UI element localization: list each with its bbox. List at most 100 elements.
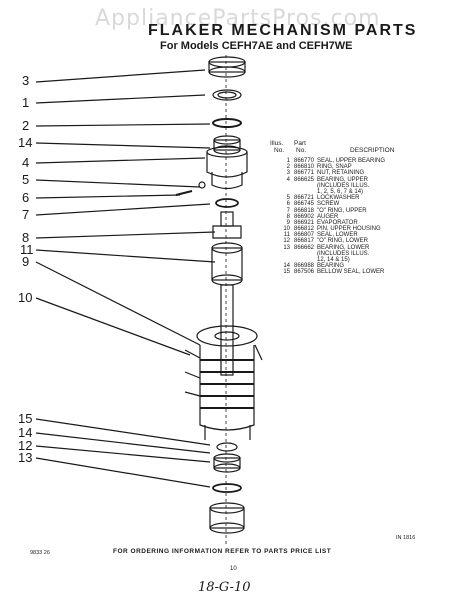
part-description: SCREW: [317, 201, 340, 208]
auger-collar: [212, 225, 242, 239]
page-subtitle: For Models CEFH7AE and CEFH7WE: [160, 40, 353, 52]
callout-number: 11: [20, 242, 34, 257]
part-number: 866817: [294, 238, 315, 245]
callout-number: 14: [18, 425, 33, 440]
leader-line: [35, 261, 201, 346]
auger-flange-body: [211, 247, 243, 281]
part-description: (INCLUDES ILLUS.: [317, 182, 370, 189]
upper-o-ring: [215, 198, 239, 208]
leader-line: [35, 194, 181, 199]
leader-line: [35, 445, 211, 463]
part-number: 866810: [294, 164, 315, 171]
upper-bearing-body: [206, 152, 248, 178]
part-number: 866818: [294, 207, 315, 214]
screw: [175, 190, 193, 196]
callout-number: 8: [22, 230, 30, 245]
part-number: 866921: [294, 219, 315, 226]
evaporator-outlet: [254, 344, 263, 361]
illus-number: 3: [286, 170, 290, 177]
handwritten-note: 18-G-10: [198, 580, 251, 595]
callout-number: 6: [22, 190, 30, 205]
header-illus: Illus.: [270, 140, 284, 147]
lower-bearing-housing-bottom: [209, 522, 245, 534]
part-description: BEARING, LOWER: [317, 244, 370, 251]
part-description: BEARING, UPPER: [317, 176, 369, 183]
illus-number: 10: [283, 226, 290, 233]
leader-line: [35, 432, 211, 454]
document-code: 9833 26: [30, 550, 50, 556]
retaining-nut-body: [208, 61, 246, 73]
illus-number: 15: [283, 269, 290, 276]
upper-bearing-seal-inner: [217, 91, 237, 99]
part-description: AUGER: [317, 213, 339, 220]
bearing-bottom: [213, 145, 241, 155]
callout-number: 14: [18, 135, 33, 150]
evaporator-pin: [184, 371, 201, 379]
upper-bearing-seal: [212, 89, 242, 101]
callout-number: 15: [18, 411, 33, 426]
illus-number: 1: [286, 158, 290, 164]
lower-bearing-housing-body: [209, 507, 245, 529]
illus-number: 7: [286, 207, 290, 214]
callout-number: 7: [22, 207, 30, 222]
auger-top-shaft: [220, 211, 234, 227]
parts-list-row: (INCLUDES ILLUS.: [270, 251, 470, 257]
illus-number: 11: [283, 232, 290, 239]
leader-line: [35, 297, 191, 356]
evaporator-pin: [184, 349, 201, 359]
lower-o-ring: [212, 483, 242, 493]
evaporator-legs: [204, 425, 251, 440]
header-no: No.: [274, 147, 285, 154]
upper-bearing-top: [206, 146, 248, 158]
callout-number: 3: [22, 73, 30, 88]
header-description: DESCRIPTION: [350, 147, 395, 154]
part-description: RING, SNAP: [317, 164, 352, 171]
upper-bearing-neck: [211, 172, 243, 190]
part-description: "O" RING, LOWER: [317, 238, 368, 245]
auger-shaft: [220, 284, 234, 376]
evaporator-top-opening: [214, 331, 240, 341]
page-number: 10: [230, 566, 237, 572]
callout-number: 12: [18, 438, 33, 453]
callout-number: 2: [22, 118, 30, 133]
evaporator-top-flange: [196, 325, 258, 347]
snap-ring: [212, 118, 242, 128]
leader-line: [35, 457, 211, 488]
illus-number: 2: [286, 164, 290, 171]
leader-line: [35, 231, 216, 239]
part-number: 866745: [294, 201, 315, 208]
part-description: SEAL, LOWER: [317, 232, 358, 239]
part-number: 866770: [294, 158, 315, 164]
leader-line: [35, 123, 211, 127]
part-number: 866721: [294, 195, 315, 202]
illus-number: 4: [286, 176, 290, 183]
part-description: PIN, UPPER HOUSING: [317, 226, 381, 233]
illus-number: 13: [283, 244, 290, 251]
leader-line: [35, 157, 206, 164]
leader-line: [35, 203, 211, 216]
leader-line: [35, 94, 206, 104]
callout-number: 10: [18, 290, 33, 305]
retaining-nut-bottom: [208, 66, 246, 78]
callout-number: 4: [22, 155, 30, 170]
leader-line: [35, 179, 201, 188]
illus-number: 14: [283, 263, 290, 270]
part-description: SEAL, UPPER BEARING: [317, 158, 386, 164]
part-number: 866902: [294, 213, 315, 220]
callout-number: 13: [18, 450, 33, 465]
ordering-footer: FOR ORDERING INFORMATION REFER TO PARTS …: [113, 548, 332, 555]
part-number: 866812: [294, 226, 315, 233]
lockwasher: [198, 181, 206, 189]
header-part: Part: [294, 140, 306, 147]
part-description: EVAPORATOR: [317, 219, 358, 226]
part-number: 866988: [294, 263, 315, 270]
